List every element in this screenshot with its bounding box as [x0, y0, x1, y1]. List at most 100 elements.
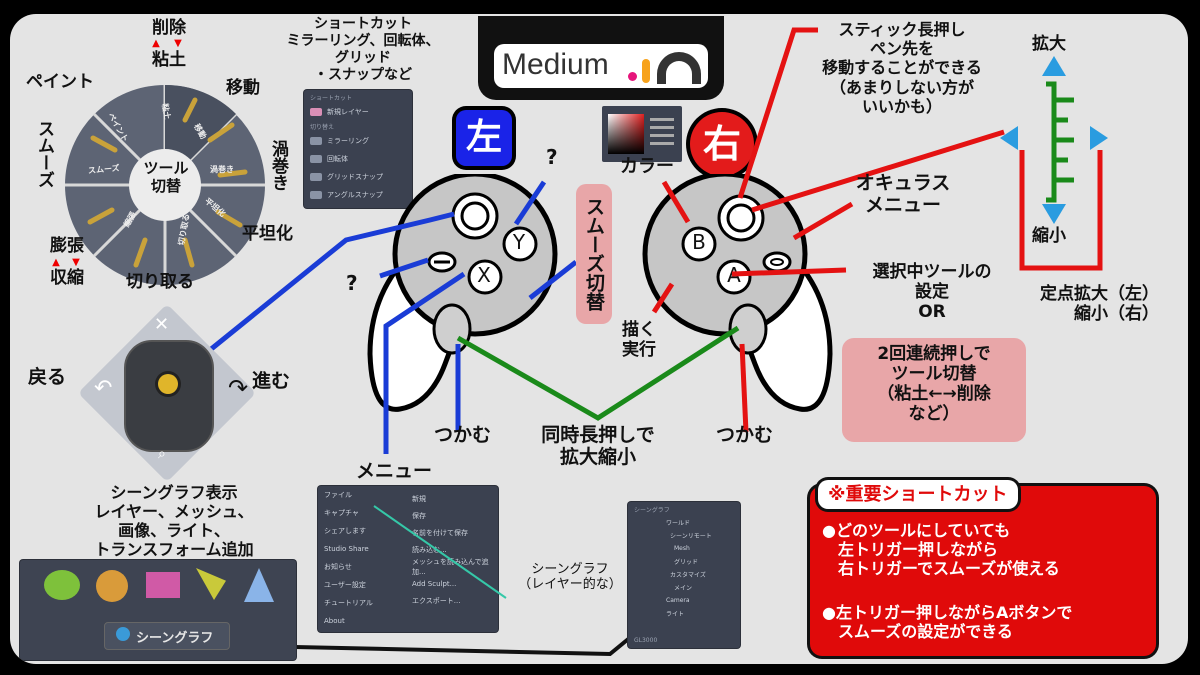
label-move: 移動 [226, 78, 260, 98]
file-item-import-mesh[interactable]: メッシュを読み込んで追加... [412, 557, 489, 576]
label-color: カラー [620, 156, 674, 177]
undo-icon[interactable]: ↶ [94, 376, 113, 401]
file-item-save[interactable]: 保存 [412, 511, 426, 520]
layer-row-3[interactable]: グリッド [674, 559, 699, 566]
label-draw: 描く 実行 [622, 320, 656, 361]
connector-lines [208, 27, 1103, 657]
layer-row-7[interactable]: ライト [666, 611, 685, 618]
shortcut-item-grid-snap-label: グリッドスナップ [327, 173, 383, 181]
slime-icon[interactable] [44, 570, 80, 600]
right-thumbstick[interactable] [717, 194, 765, 242]
label-back: 戻る [28, 366, 67, 388]
dpad-controller-body [124, 340, 214, 452]
shortcut-menu-panel: ショートカット 新規レイヤー 切り替え ミラーリング 回転体 グリッドスナップ … [304, 90, 412, 208]
file-item-add-sculpt[interactable]: Add Sculpt... [412, 579, 457, 588]
logo-orange-bar [642, 59, 650, 83]
layer-row-2[interactable]: Mesh [674, 545, 690, 552]
image-icon[interactable] [146, 572, 180, 598]
lathe-icon [310, 155, 322, 163]
arrow-up-red-left: ▲ [52, 257, 60, 268]
layer-panel-title: シーングラフ [634, 506, 670, 514]
file-item-new[interactable]: 新規 [412, 494, 426, 503]
transform-icon[interactable] [244, 568, 274, 602]
shortcut-item-mirror[interactable]: ミラーリング [304, 132, 412, 150]
important-shortcuts-box [810, 486, 1156, 656]
label-swirl: 渦巻き [268, 140, 289, 191]
layer-row-5[interactable]: メイン [674, 585, 693, 592]
right-side-badge: 右 [690, 112, 754, 176]
shortcut-item-angle-snap[interactable]: アングルスナップ [304, 186, 412, 204]
label-tool-settings: 選択中ツールの 設定 OR [872, 262, 992, 323]
file-item-save-as[interactable]: 名前を付けて保存 [412, 528, 468, 537]
zoom-scale-icon [1000, 56, 1108, 224]
tool-wheel[interactable] [60, 80, 270, 290]
globe-icon [116, 627, 130, 641]
shortcut-item-grid-snap[interactable]: グリッドスナップ [304, 168, 412, 186]
layer-row-6[interactable]: Camera [666, 597, 690, 604]
redo-icon[interactable]: ↷ [228, 374, 249, 402]
button-x[interactable]: X [477, 263, 491, 287]
label-grab-left: つかむ [434, 424, 492, 446]
label-forward: 進む [252, 370, 291, 392]
stick-note: スティック長押し ペン先を 移動することができる （あまりしない方が いいかも） [822, 20, 982, 116]
close-icon[interactable]: ✕ [154, 314, 170, 335]
button-b[interactable]: B [692, 230, 706, 254]
infographic-card: Medium ツール 切替 粘土 移動 渦巻き [10, 14, 1188, 664]
label-menu: メニュー [356, 460, 433, 482]
menu-item-studio-share[interactable]: Studio Share [324, 545, 369, 553]
label-grab-right: つかむ [716, 424, 774, 446]
search-icon[interactable]: ⌕ [158, 446, 166, 462]
layer-row-4[interactable]: カスタマイズ [670, 572, 706, 579]
color-sliders [650, 118, 674, 121]
shortcut-item-lathe[interactable]: 回転体 [304, 150, 412, 168]
shortcut-item-lathe-label: 回転体 [327, 155, 348, 163]
shortcut-new-layer-label: 新規レイヤー [327, 108, 369, 116]
layer-row-1[interactable]: シーンリモート [670, 533, 712, 540]
cloud-icon [310, 108, 322, 116]
menu-item-about[interactable]: About [324, 617, 345, 625]
menu-item-share[interactable]: シェアします [324, 527, 366, 535]
main-menu-right: 新規 保存 名前を付けて保存 読み込む... メッシュを読み込んで追加... A… [406, 490, 498, 610]
file-item-open[interactable]: 読み込む... [412, 545, 447, 554]
label-delete: 削除 [152, 18, 186, 38]
label-flatten: 平坦化 [242, 224, 293, 244]
tool-wheel-center: ツール 切替 [143, 159, 189, 195]
scene-graph-bar: シーングラフ [20, 560, 296, 660]
label-inflate: 膨張 [50, 236, 84, 256]
menu-item-news[interactable]: お知らせ [324, 563, 352, 571]
mirror-icon [310, 137, 322, 145]
grid-icon [310, 173, 322, 181]
left-side-badge: 左 [456, 110, 512, 166]
file-item-export[interactable]: エクスポート... [412, 596, 461, 605]
label-zoom-in: 拡大 [1032, 34, 1066, 54]
arrow-down-red-top: ▼ [174, 38, 182, 49]
logo-pink-dot [628, 72, 637, 81]
button-y[interactable]: Y [512, 230, 526, 254]
menu-item-user-settings[interactable]: ユーザー設定 [324, 581, 366, 589]
menu-item-tutorial[interactable]: チュートリアル [324, 599, 373, 607]
angle-icon [310, 191, 322, 199]
medium-logo-text: Medium [502, 48, 609, 81]
label-contract: 収縮 [50, 268, 84, 288]
scene-caption: シーングラフ表示 レイヤー、メッシュ、 画像、ライト、 トランスフォーム追加 [94, 483, 254, 559]
color-gradient [608, 114, 644, 154]
layer-row-0[interactable]: ワールド [666, 520, 691, 527]
arrow-down-red-left: ▼ [72, 257, 80, 268]
menu-item-capture[interactable]: キャプチャ [324, 509, 359, 517]
label-cut: 切り取る [126, 272, 194, 292]
label-oculus-menu: オキュラス メニュー [855, 172, 951, 217]
important-title: ※重要ショートカット [818, 480, 1018, 510]
layer-caption: シーングラフ （レイヤー的な） [518, 562, 622, 593]
layer-panel: シーングラフ ワールド シーンリモート Mesh グリッド カスタマイズ メイン… [628, 502, 740, 648]
dpad-menu-button[interactable] [158, 374, 178, 394]
light-icon[interactable] [196, 568, 226, 600]
shortcut-new-layer[interactable]: 新規レイヤー [304, 104, 412, 120]
menu-item-file[interactable]: ファイル [324, 491, 352, 499]
scene-graph-button-label: シーングラフ [136, 631, 214, 646]
shortcut-menu-section: 切り替え [310, 123, 335, 131]
shortcut-item-angle-snap-label: アングルスナップ [327, 191, 383, 199]
shortcut-caption: ショートカット ミラーリング、回転体、 グリッド ・スナップなど [286, 16, 440, 84]
mesh-icon[interactable] [96, 570, 128, 602]
important-item-2: ●左トリガー押しながらAボタンで スムーズの設定ができる [822, 603, 1073, 641]
color-picker-thumbnail[interactable] [602, 106, 682, 162]
